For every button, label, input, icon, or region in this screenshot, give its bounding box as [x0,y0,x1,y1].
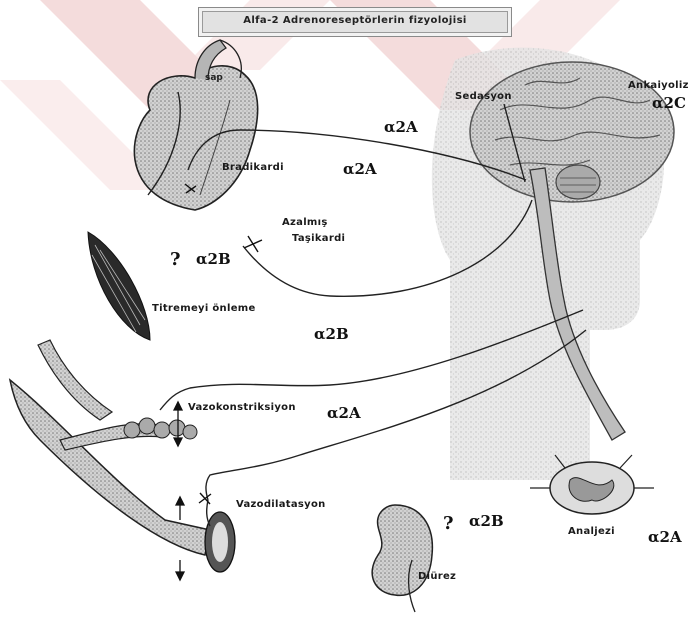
vessel-drawing [10,340,235,572]
label-azalmis: Azalmış [282,217,328,228]
label-bradikardi: Bradikardi [222,162,284,173]
title-box: Alfa-2 Adrenoreseptörlerin fizyolojisi [198,7,512,37]
question-mark-tasikardi: ? [170,249,181,270]
receptor-sedasyon: α2A [384,118,418,136]
receptor-vazokonstriksiyon: α2A [327,404,361,422]
question-mark-diurez: ? [443,513,454,534]
label-ankaiyoliz: Ankaiyoliz [628,80,689,91]
label-sedasyon: Sedasyon [455,91,512,102]
receptor-analjezi: α2A [648,528,682,546]
receptor-bradikardi: α2A [343,160,377,178]
nerve-endings [185,184,262,504]
receptor-ankaiyoliz: α2C [652,94,686,112]
muscle-drawing [88,232,150,340]
label-vazodilatasyon: Vazodilatasyon [236,499,326,510]
label-vazokonstriksiyon: Vazokonstriksiyon [188,402,296,413]
receptor-diurez: α2B [469,512,504,530]
label-diurez: Diürez [418,571,456,582]
receptor-tasikardi: α2B [196,250,231,268]
label-titreme: Titremeyi önleme [152,303,256,314]
heart-tag: sap [205,73,223,83]
label-tasikardi: Taşikardi [292,233,345,244]
label-analjezi: Analjezi [568,526,615,537]
receptor-titreme: α2B [314,325,349,343]
diagram-title: Alfa-2 Adrenoreseptörlerin fizyolojisi [199,15,511,26]
